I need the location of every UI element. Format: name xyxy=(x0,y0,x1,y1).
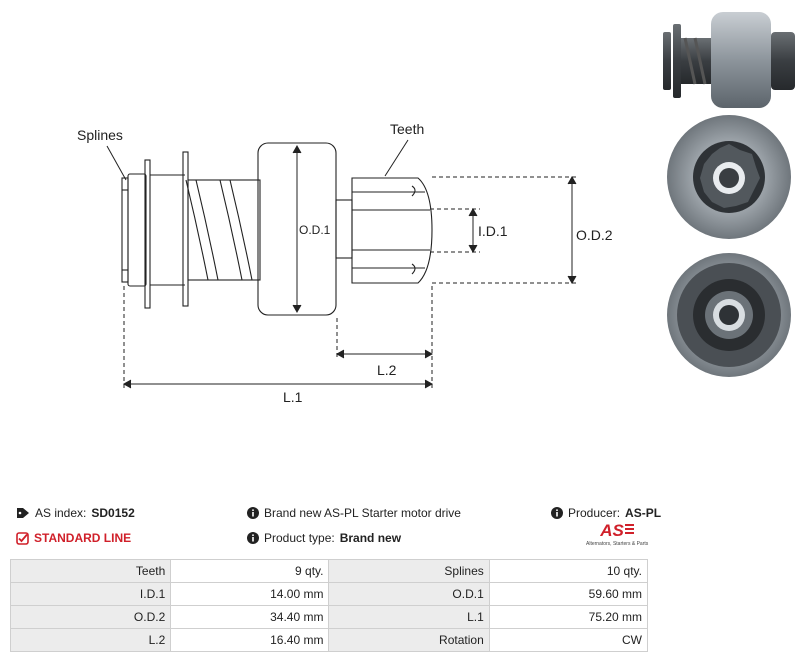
info-icon xyxy=(247,507,259,519)
label-id1: I.D.1 xyxy=(478,223,508,239)
label-od1: O.D.1 xyxy=(299,223,331,237)
splines-end xyxy=(121,177,129,283)
description: Brand new AS-PL Starter motor drive xyxy=(247,506,461,520)
standard-line: STANDARD LINE xyxy=(16,531,131,545)
logo-text: AS xyxy=(600,521,624,540)
spec-key: Splines xyxy=(328,559,490,583)
table-row: I.D.1 14.00 mm O.D.1 59.60 mm xyxy=(9,582,649,606)
label-teeth: Teeth xyxy=(390,121,424,137)
side-view-photo xyxy=(663,12,795,108)
front-view-photo xyxy=(667,115,791,239)
label-splines: Splines xyxy=(77,127,123,143)
spec-value: 34.40 mm xyxy=(170,605,330,629)
info-icon xyxy=(247,532,259,544)
standard-line-label: STANDARD LINE xyxy=(34,531,132,545)
description-text: Brand new AS-PL Starter motor drive xyxy=(264,506,461,520)
spec-value: 10 qty. xyxy=(488,559,649,583)
spec-value: 9 qty. xyxy=(170,559,330,583)
as-index-value: SD0152 xyxy=(91,506,135,520)
table-row: O.D.2 34.40 mm L.1 75.20 mm xyxy=(9,605,649,629)
flange-left xyxy=(144,159,151,309)
technical-drawing: Splines Teeth O.D.1 I.D.1 O.D.2 L.2 L.1 xyxy=(77,121,613,405)
pinion xyxy=(351,177,433,284)
table-row: Teeth 9 qty. Splines 10 qty. xyxy=(9,559,649,583)
as-index-label: AS index: xyxy=(35,506,87,520)
spec-value: 16.40 mm xyxy=(170,628,330,652)
asp-logo: AS Alternators, Starters & Parts xyxy=(586,522,648,552)
product-type-value: Brand new xyxy=(339,531,402,545)
as-index: AS index: SD0152 xyxy=(16,506,135,520)
logo-tagline: Alternators, Starters & Parts xyxy=(586,541,649,547)
spec-value: CW xyxy=(488,628,649,652)
table-row: L.2 16.40 mm Rotation CW xyxy=(9,628,649,652)
tag-icon xyxy=(16,507,30,519)
producer-value: AS-PL xyxy=(625,506,662,520)
info-icon xyxy=(551,507,563,519)
spec-key: I.D.1 xyxy=(9,582,172,606)
spec-key: O.D.1 xyxy=(328,582,490,606)
spec-key: L.2 xyxy=(9,628,172,652)
label-l1: L.1 xyxy=(283,389,303,405)
label-od2: O.D.2 xyxy=(576,227,613,243)
spec-key: O.D.2 xyxy=(9,605,172,629)
spec-value: 59.60 mm xyxy=(488,582,649,606)
label-l2: L.2 xyxy=(377,362,397,378)
product-type: Product type: Brand new xyxy=(247,531,401,545)
check-box-icon xyxy=(16,531,29,545)
spring-coil xyxy=(185,179,209,281)
product-type-label: Product type: xyxy=(264,531,335,545)
producer: Producer: AS-PL xyxy=(551,506,661,520)
producer-label: Producer: xyxy=(568,506,621,520)
spec-value: 14.00 mm xyxy=(170,582,330,606)
specs-table: Teeth 9 qty. Splines 10 qty. I.D.1 14.00… xyxy=(9,559,649,652)
spec-value: 75.20 mm xyxy=(488,605,649,629)
back-view-photo xyxy=(667,253,791,377)
spec-key: Rotation xyxy=(328,628,490,652)
spec-key: Teeth xyxy=(9,559,172,583)
spec-key: L.1 xyxy=(328,605,490,629)
